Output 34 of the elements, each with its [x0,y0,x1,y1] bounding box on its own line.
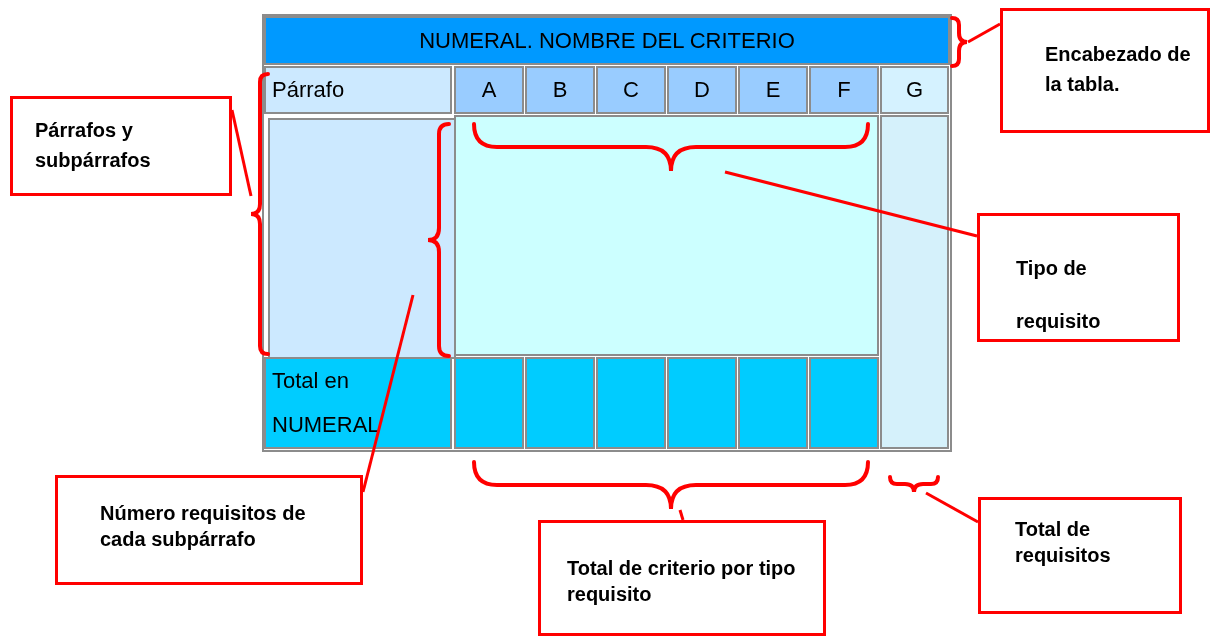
leader-line [230,109,253,197]
curly-brace [472,460,870,510]
cell-text: Total en NUMERAL [272,367,381,439]
curly-brace [950,16,968,68]
curly-brace [472,122,870,172]
cell-text: D [694,76,710,104]
cell-text: G [905,76,924,104]
callout-text: Total de requisitos [1015,517,1112,568]
callout-box [978,497,1182,614]
callout-box [1000,8,1210,133]
callout-box [10,96,232,196]
callout-text: Número requisitos de cada subpárrafo [100,501,307,552]
callout-box [977,213,1180,342]
curly-brace [888,475,940,493]
cell-text: NUMERAL. NOMBRE DEL CRITERIO [419,26,795,55]
cell-text: B [552,76,568,104]
callout-text: Tipo de requisito [1016,256,1102,334]
curly-brace [250,72,270,356]
callout-box [538,520,826,636]
table-cell [268,118,456,359]
leader-line [967,22,1001,44]
callout-text: Párrafos y subpárrafos [35,118,152,173]
cell-text: Párrafo [272,76,345,104]
cell-text: E [765,76,781,104]
cell-text: A [481,76,497,104]
cell-text: F [837,76,851,104]
leader-line [678,509,685,521]
leader-line [361,294,415,493]
leader-line [925,491,979,524]
leader-line [724,170,978,238]
callout-text: Total de criterio por tipo requisito [567,556,797,607]
callout-box [55,475,363,585]
callout-text: Encabezado de la tabla. [1045,42,1192,97]
cell-text: C [623,76,639,104]
